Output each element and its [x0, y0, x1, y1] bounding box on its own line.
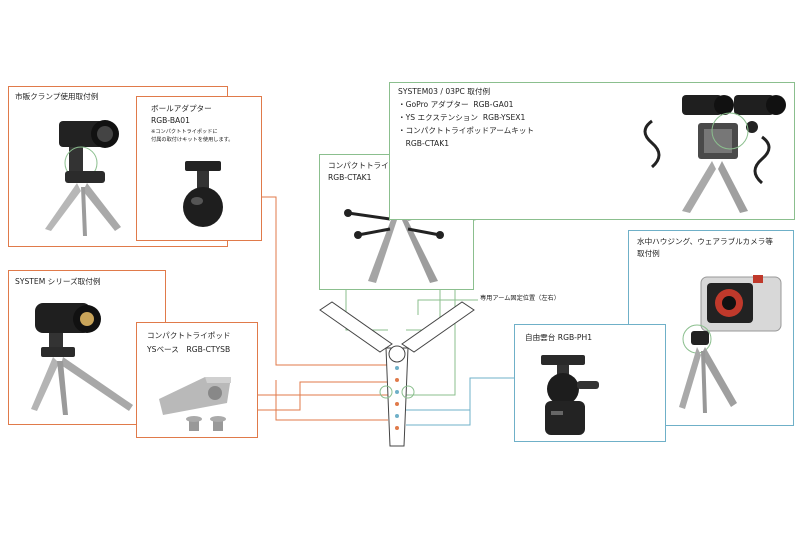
ball-adapter-box: ボールアダプター RGB-BA01 ※コンパクトトライポッドに 付属の取付けキッ…	[136, 96, 262, 241]
ys-base-photo	[159, 377, 231, 431]
ball-adapter-note-2: 付属の取付けキットを使用します。	[151, 137, 234, 143]
clamp-example-title: 市販クランプ使用取付例	[15, 92, 99, 101]
ball-adapter-photo	[183, 161, 223, 227]
connector-ball-head-2	[406, 410, 471, 426]
connector-arm-position	[417, 299, 478, 315]
ys-base-model: YSベース RGB-CTYSB	[147, 345, 231, 354]
clamp-light-photo	[45, 120, 121, 236]
ys-base-name: コンパクトトライポッド	[147, 331, 231, 340]
mount-hole-4	[395, 402, 399, 406]
system03-item-3: ・コンパクトトライポッドアームキット	[398, 126, 535, 135]
housing-title-1: 水中ハウジング、ウェアラブルカメラ等	[637, 237, 773, 246]
mount-hole-6	[395, 426, 399, 430]
ys-base-box: コンパクトトライポッド YSベース RGB-CTYSB	[136, 322, 258, 438]
arm-kit-model: RGB-CTAK1	[328, 173, 372, 182]
housing-photo	[679, 275, 782, 413]
system-light-photo	[31, 303, 133, 415]
system03-title: SYSTEM03 / 03PC 取付例	[398, 87, 491, 96]
housing-title-2: 取付例	[637, 249, 660, 258]
connector-clamp-2	[275, 380, 388, 421]
system03-photo	[643, 95, 786, 213]
ball-adapter-model: RGB-BA01	[151, 116, 190, 125]
ball-head-box: 自由雲台 RGB-PH1	[514, 324, 666, 442]
mount-hole-1	[395, 366, 399, 370]
system-series-title: SYSTEM シリーズ取付例	[15, 277, 101, 286]
connector-arm-kit-left	[345, 290, 388, 331]
ball-adapter-note-1: ※コンパクトトライポッドに	[151, 129, 218, 135]
ball-adapter-name: ボールアダプター	[151, 104, 212, 113]
ball-head-photo	[541, 355, 599, 435]
system03-item-1: ・GoPro アダプター RGB-GA01	[398, 100, 514, 109]
connector-ys-base	[258, 381, 388, 411]
mount-hole-2	[395, 378, 399, 382]
mount-hole-3	[395, 390, 399, 394]
system03-item-2: ・YS エクステンション RGB-YSEX1	[398, 113, 526, 122]
ball-head-name: 自由雲台 RGB-PH1	[525, 333, 593, 342]
mount-hole-5	[395, 414, 399, 418]
system03-box: SYSTEM03 / 03PC 取付例 ・GoPro アダプター RGB-GA0…	[389, 82, 795, 220]
system03-item-4: RGB-CTAK1	[398, 139, 450, 148]
arm-position-label: 専用アーム固定位置（左右）	[480, 295, 560, 302]
tripod-diagram	[319, 301, 475, 447]
connector-ball-head	[406, 377, 516, 411]
